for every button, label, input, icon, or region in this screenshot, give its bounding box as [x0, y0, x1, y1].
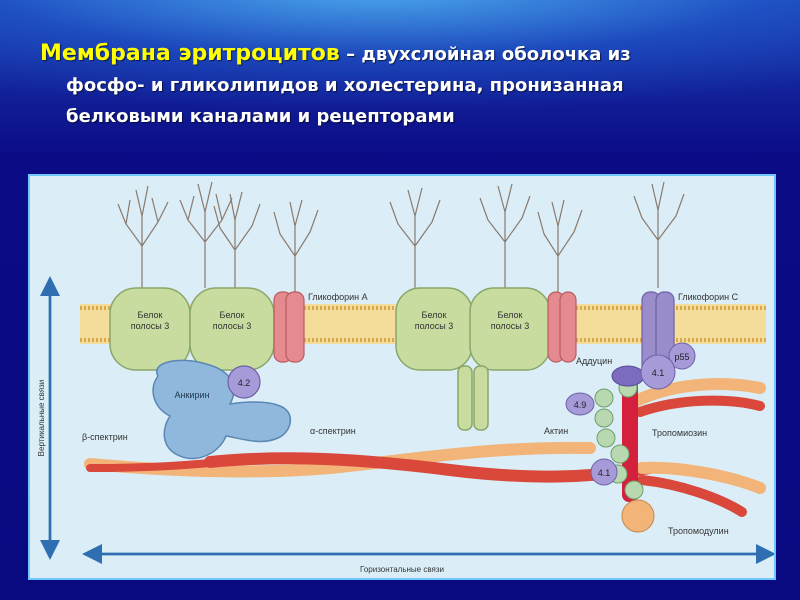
adducin-label: Аддуцин	[576, 356, 612, 366]
glycan-tree	[213, 191, 261, 288]
vertical-links-label: Вертикальные связи	[37, 380, 46, 457]
ankyrin: Анкирин	[152, 359, 291, 460]
tropomyosin-label: Тропомиозин	[652, 428, 707, 438]
glycan-tree	[479, 183, 531, 288]
protein-4-1-bottom: 4.1	[590, 458, 618, 486]
band3-right-a-line1: Белок	[422, 310, 447, 320]
alpha-spectrin-label: α-спектрин	[310, 426, 356, 436]
adducin	[611, 365, 645, 387]
protein-4-1-top-label: 4.1	[652, 368, 665, 378]
beta-spectrin-label: β-спектрин	[82, 432, 128, 442]
tropomodulin-label: Тропомодулин	[668, 526, 729, 536]
title-line-3: белковыми каналами и рецепторами	[66, 106, 455, 127]
band3-left-a-line1: Белок	[138, 310, 163, 320]
ankyrin-label: Анкирин	[175, 390, 210, 400]
glycan-tree	[179, 181, 233, 288]
band3-right-a-line2: полосы 3	[415, 321, 454, 331]
band3-left-b-line1: Белок	[220, 310, 245, 320]
glycan-tree	[389, 187, 441, 288]
glycophorin-c	[641, 291, 675, 375]
protein-4-2-label: 4.2	[238, 378, 251, 388]
membrane-diagram: Белок полосы 3 Белок полосы 3 Белок поло…	[37, 181, 774, 574]
actin-label: Актин	[544, 426, 568, 436]
protein-4-2: 4.2	[227, 365, 261, 399]
title-accent: Мембрана эритроцитов	[40, 41, 340, 66]
glycophorin-a-right	[547, 291, 577, 363]
slide-title: Мембрана эритроцитов – двухслойная оболо…	[40, 38, 780, 132]
band3-left-a: Белок полосы 3	[109, 287, 191, 371]
band3-right-b-line1: Белок	[498, 310, 523, 320]
title-rest: – двухслойная оболочка из	[339, 44, 631, 65]
glycan-tree	[273, 199, 319, 294]
horizontal-links-label: Горизонтальные связи	[360, 565, 444, 574]
membrane-diagram-frame: Белок полосы 3 Белок полосы 3 Белок поло…	[28, 174, 776, 580]
protein-4-1-bottom-label: 4.1	[598, 468, 611, 478]
glycophorin-a-label: Гликофорин А	[308, 292, 368, 302]
protein-p55: p55	[668, 342, 696, 370]
band3-right-b: Белок полосы 3	[469, 287, 551, 431]
glycan-trees	[117, 181, 685, 294]
glycan-tree	[537, 199, 583, 294]
glycophorin-a-left	[273, 291, 305, 363]
band3-left-b-line2: полосы 3	[213, 321, 252, 331]
glycan-tree	[633, 181, 685, 288]
band3-left-a-line2: полосы 3	[131, 321, 170, 331]
glycophorin-c-label: Гликофорин С	[678, 292, 739, 302]
tropomodulin	[621, 499, 655, 533]
glycan-tree	[117, 185, 169, 288]
p55-label: p55	[674, 352, 689, 362]
band3-right-a: Белок полосы 3	[395, 287, 473, 431]
band3-right-b-line2: полосы 3	[491, 321, 530, 331]
protein-4-9-label: 4.9	[574, 400, 587, 410]
band3-left-b: Белок полосы 3	[189, 287, 275, 371]
protein-4-9: 4.9	[565, 392, 595, 416]
title-line-2: фосфо- и гликолипидов и холестерина, про…	[66, 75, 624, 96]
protein-4-1-top: 4.1	[640, 354, 676, 390]
